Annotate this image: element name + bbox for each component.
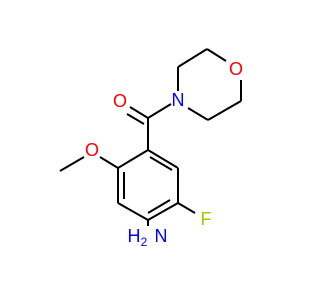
ring-bond-c3-c4 bbox=[147, 202, 179, 221]
carbonyl-double-bond-1 bbox=[129, 106, 149, 119]
amine-hydrogen-count-label: 2 bbox=[141, 235, 148, 249]
ring-double-bond-inner-b bbox=[147, 199, 171, 214]
morpholine-oxygen-label: O bbox=[229, 59, 243, 79]
morpholine-bond-c4-n bbox=[187, 107, 209, 121]
methoxy-oxygen-label: O bbox=[85, 140, 99, 160]
morpholine-bond-c3-c4 bbox=[207, 100, 242, 121]
ring-double-bond-inner-a bbox=[149, 156, 173, 171]
amide-bond bbox=[147, 103, 172, 119]
amine-hydrogen-label: H bbox=[128, 226, 141, 246]
amine-nitrogen-label: N bbox=[155, 226, 168, 246]
ring-bond-c1-c2 bbox=[147, 149, 179, 169]
molecule-structure-svg: O N O O F H 2 N bbox=[59, 48, 243, 249]
methoxy-methyl-bond bbox=[59, 156, 85, 172]
morpholine-bond-c1-c2 bbox=[177, 48, 208, 68]
molecule-diagram: O N O O F H 2 N bbox=[59, 48, 244, 250]
morpholine-bond-c2-o bbox=[206, 48, 227, 62]
aryl-methoxy-bond bbox=[99, 156, 119, 169]
ring-bond-c4-c5 bbox=[117, 202, 149, 221]
morpholine-nitrogen-label: N bbox=[172, 90, 185, 110]
ring-bond-c6-c1 bbox=[117, 149, 149, 169]
carbonyl-oxygen-label: O bbox=[113, 91, 127, 111]
carbonyl-double-bond-2 bbox=[126, 113, 145, 125]
fluorine-label: F bbox=[201, 209, 212, 229]
aryl-fluorine-bond bbox=[177, 202, 196, 214]
